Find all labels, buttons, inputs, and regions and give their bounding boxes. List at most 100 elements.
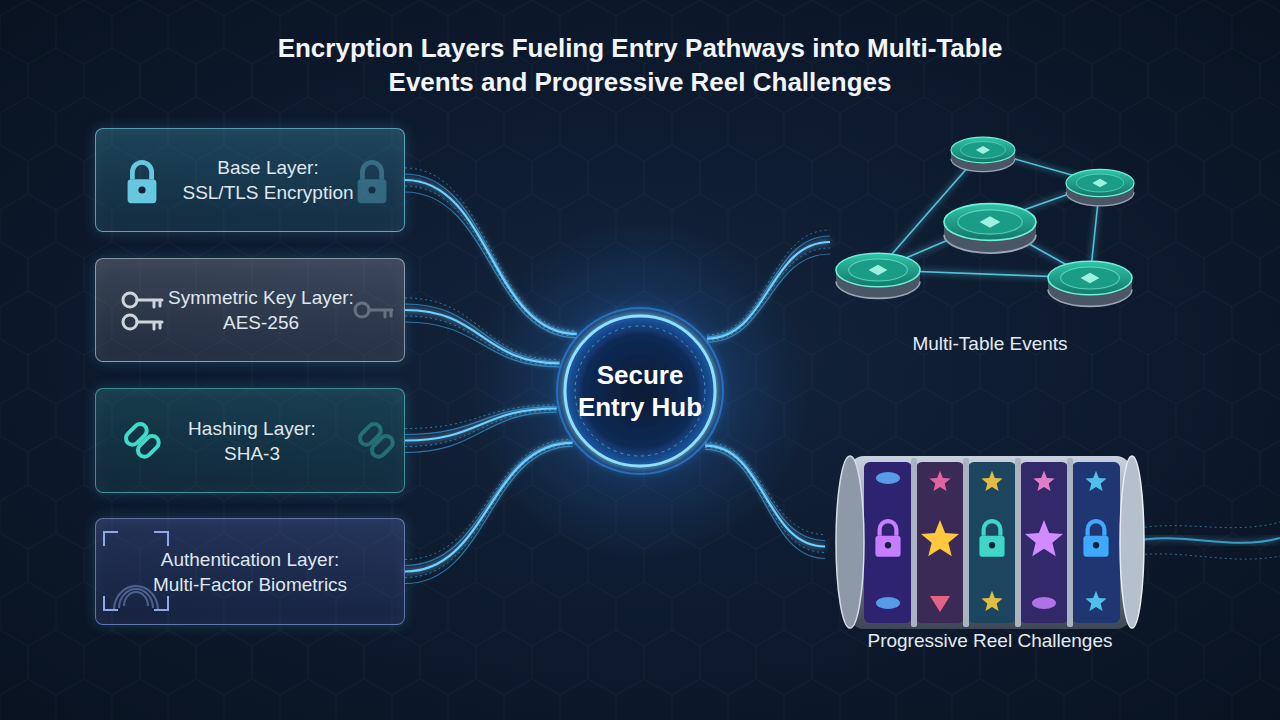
data-stream-line (705, 449, 825, 558)
biometric-icon-part-part (114, 586, 158, 610)
data-stream-line (707, 248, 830, 340)
table-disc (951, 137, 1015, 171)
hub-glow (470, 221, 810, 561)
node-texts: Multi-Table Events (830, 331, 1150, 356)
reel-illustration-part-part (929, 471, 950, 491)
hub-ring (555, 306, 725, 476)
reel-illustration-part-part (1033, 471, 1054, 491)
reel-illustration-part-part (1015, 458, 1021, 627)
reel-illustration-part (1130, 538, 1280, 543)
reel-illustration-part-part (930, 596, 950, 612)
data-stream-line (405, 186, 577, 336)
hub-inner-ring (575, 326, 705, 456)
data-stream-line (405, 439, 573, 559)
lock-icon (128, 162, 387, 203)
key-icon-part (355, 303, 392, 317)
key-icon-part-part (369, 310, 392, 317)
data-stream-line (405, 441, 573, 566)
data-stream-line (405, 174, 577, 332)
layer-box: Authentication Layer: Multi-Factor Biome… (95, 518, 405, 625)
layer-box: Base Layer: SSL/TLS Encryption (95, 128, 405, 232)
reel-illustration-part-part (1085, 591, 1106, 611)
node-texts: Authentication Layer: Multi-Factor Biome… (148, 547, 353, 597)
reel-illustration-part (1072, 462, 1120, 623)
data-stream-line (405, 405, 557, 429)
node-texts: Base Layer: SSL/TLS Encryption (179, 155, 357, 205)
flow-connector (405, 405, 557, 453)
connector-line (405, 310, 560, 363)
node-label: Authentication Layer: Multi-Factor Biome… (148, 547, 353, 597)
node-label: Secure Entry Hub (573, 359, 708, 423)
data-stream-line (405, 445, 573, 578)
biometric-icon-part-part (119, 589, 153, 608)
node-label: Multi-Table Events (912, 331, 1067, 356)
hub-circle: Secure Entry Hub (555, 306, 725, 476)
data-stream-line (705, 442, 825, 534)
chain-icon-part (135, 433, 161, 459)
node-label: Base Layer: SSL/TLS Encryption (179, 155, 357, 205)
reel-illustration-part (875, 521, 900, 557)
reel-illustration-part (836, 456, 864, 628)
flow-connector (707, 230, 830, 342)
data-stream-line (405, 168, 577, 331)
reel-illustration-part (1120, 456, 1144, 628)
chain-icon-part-part (357, 421, 383, 447)
hub-main-ring (565, 316, 715, 466)
reel-illustration-part-part (876, 597, 900, 609)
data-stream-line (705, 447, 825, 552)
table-disc (836, 253, 920, 298)
reel-illustration-part (876, 591, 1107, 612)
reel-illustration-part-part (963, 458, 969, 627)
reel-illustration-part (979, 521, 1004, 557)
flow-connector (405, 168, 577, 338)
key-icon-part (137, 322, 162, 329)
flow-connector (705, 442, 825, 558)
reel-illustration-part (916, 462, 964, 623)
node-texts: Secure Entry Hub (573, 359, 708, 423)
reel-illustration-part-part (911, 458, 917, 627)
node-label: Progressive Reel Challenges (867, 628, 1112, 653)
table-disc (944, 204, 1036, 253)
reel-illustration-part-part (981, 591, 1002, 611)
data-stream-line (707, 254, 830, 342)
reel-illustration-part (876, 471, 1107, 491)
data-stream-line (405, 322, 560, 367)
reel-illustration-part (911, 458, 1073, 627)
layer-box: Symmetric Key Layer: AES-256 (95, 258, 405, 362)
biometric-icon-part-part (124, 592, 148, 606)
connector-line (405, 180, 577, 334)
chain-icon-part (123, 421, 149, 447)
layer-box: Hashing Layer: SHA-3 (95, 388, 405, 493)
node-label: Hashing Layer: SHA-3 (177, 416, 327, 466)
biometric-icon-part (104, 532, 168, 610)
reel-illustration-part-part (981, 471, 1002, 491)
connector-line (707, 242, 830, 339)
chain-icon-part (357, 421, 395, 459)
data-stream-line (405, 412, 557, 452)
hub-outer-ring (557, 308, 723, 474)
lock-icon-part (358, 162, 387, 203)
reel-illustration-part-part (1067, 458, 1073, 627)
data-stream-line (405, 410, 557, 446)
connector-line (705, 446, 825, 547)
reel-illustration-part (848, 456, 1132, 629)
reel-illustration-part-part (1085, 471, 1106, 491)
data-stream-line (707, 230, 830, 335)
table-disc (1066, 169, 1134, 206)
chain-icon-part-part (369, 433, 395, 459)
key-icon-part (123, 315, 137, 329)
diagram-title: Encryption Layers Fueling Entry Pathways… (260, 31, 1020, 99)
reel-illustration-part (921, 520, 959, 556)
reel-illustration (836, 456, 1280, 629)
connector-line (405, 409, 557, 441)
reel-illustration-part (968, 462, 1016, 623)
table-network (836, 137, 1134, 306)
key-icon (123, 293, 392, 329)
reel-illustration-part-part (1032, 597, 1056, 609)
biometric-icon (104, 532, 168, 610)
key-icon-part (137, 300, 162, 307)
node-texts: Symmetric Key Layer: AES-256 (161, 285, 361, 335)
